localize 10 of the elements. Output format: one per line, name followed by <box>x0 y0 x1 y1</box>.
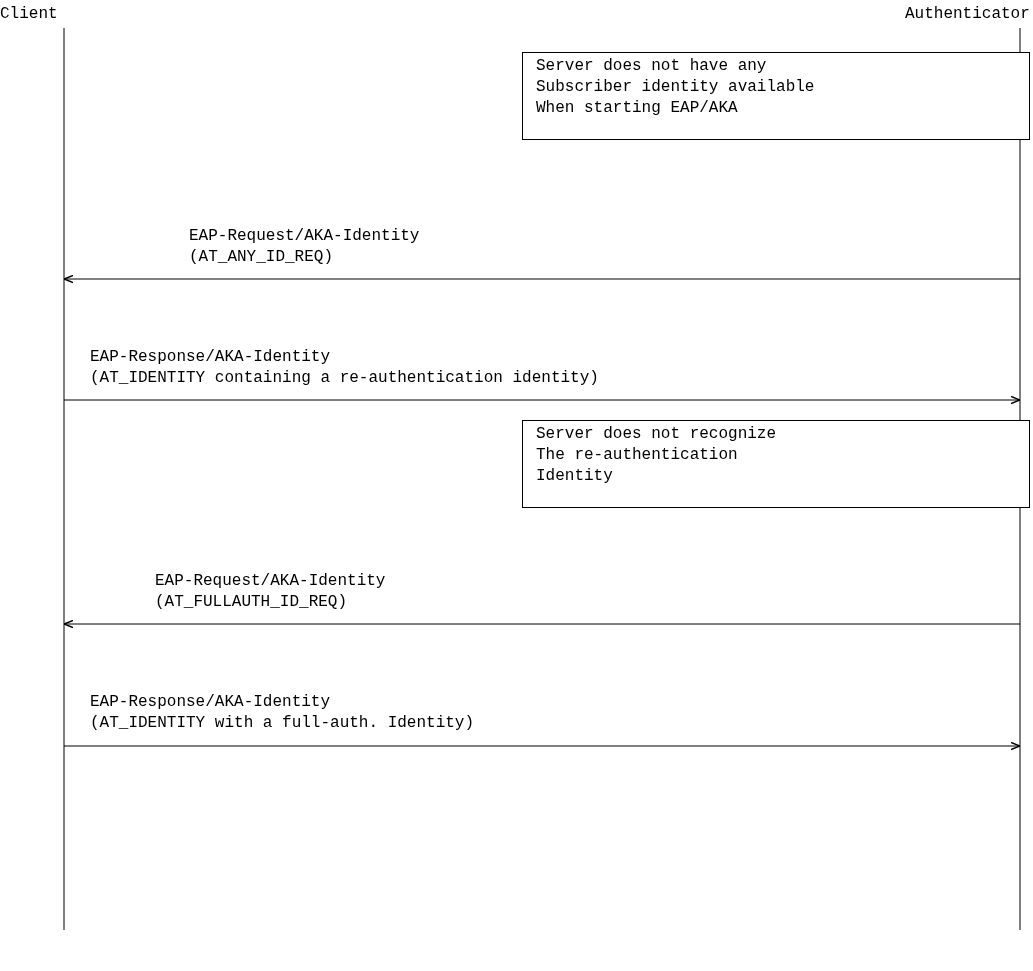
note-text: Server does not have any Subscriber identity available When starting EAP/AKA <box>536 56 816 119</box>
message-arrow <box>63 741 1021 751</box>
participant-label: Authenticator <box>905 5 1030 23</box>
message-arrow <box>63 274 1021 284</box>
note-box <box>522 52 1030 140</box>
note-text: Server does not recognize The re-authentication Identity <box>536 424 778 487</box>
note-box <box>522 420 1030 508</box>
message-arrow <box>63 619 1021 629</box>
participant-label: Client <box>0 5 58 23</box>
message-arrow <box>63 395 1021 405</box>
